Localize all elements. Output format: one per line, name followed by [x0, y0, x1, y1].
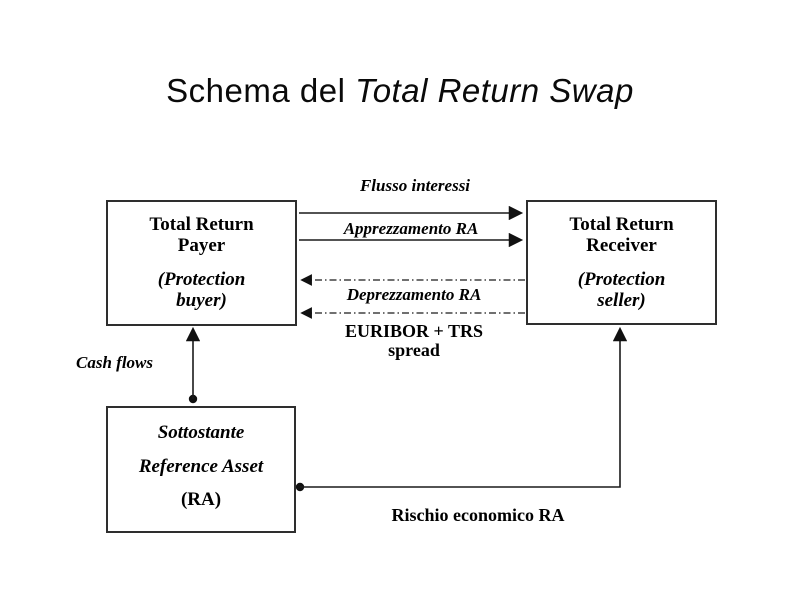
page-title: Schema del Total Return Swap — [0, 72, 800, 110]
payer-box-title: Total Return Payer — [149, 214, 254, 256]
payer-box-subtitle: (Protection buyer) — [157, 269, 246, 311]
cash-flows-label: Cash flows — [76, 353, 153, 372]
page-title-italic: Total Return Swap — [355, 72, 634, 109]
appreciation-label: Apprezzamento RA — [343, 219, 479, 238]
payer-box: Total Return Payer (Protection buyer) — [106, 200, 297, 326]
asset-box-line2: Reference Asset — [138, 456, 264, 477]
depreciation-label: Deprezzamento RA — [346, 285, 482, 304]
receiver-box-subtitle: (Protection seller) — [577, 269, 666, 311]
euribor-spread-label: EURIBOR + TRS spread — [345, 321, 483, 360]
risk-path-arrow — [300, 326, 628, 488]
receiver-box-title: Total Return Receiver — [569, 214, 674, 256]
economic-risk-label: Rischio economico RA — [391, 505, 565, 525]
asset-box-line1: Sottostante — [157, 422, 245, 443]
asset-box-line3: (RA) — [180, 489, 222, 510]
page-title-prefix: Schema del — [166, 72, 356, 109]
receiver-box: Total Return Receiver (Protection seller… — [526, 200, 717, 325]
reference-asset-box: Sottostante Reference Asset (RA) — [106, 406, 296, 533]
interest-flow-label: Flusso interessi — [359, 176, 471, 195]
